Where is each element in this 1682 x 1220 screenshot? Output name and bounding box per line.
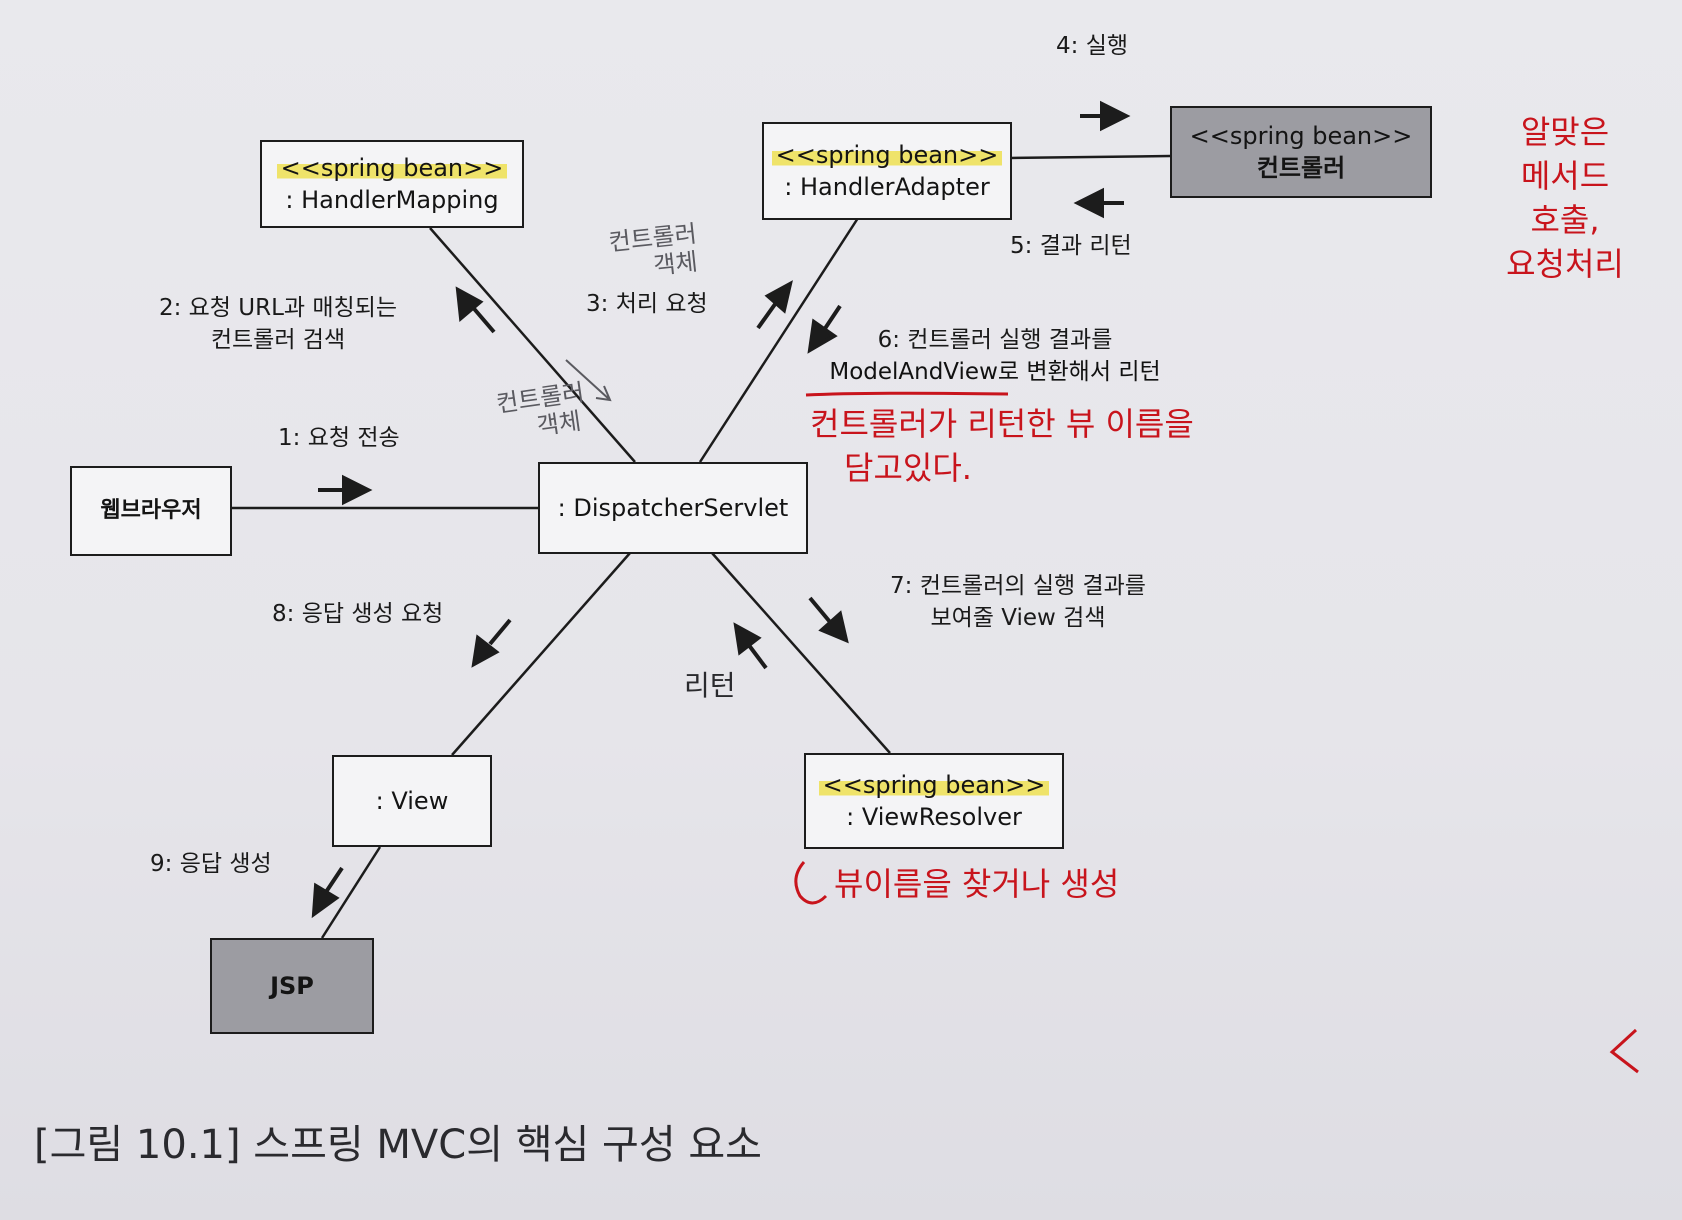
step-6-line1: 6: 컨트롤러 실행 결과를 [877, 327, 1113, 353]
link-dispatcher-resolver [711, 552, 891, 754]
red-note-method-call: 알맞은 메서드 호출, 요청처리 [1480, 110, 1650, 286]
jsp-box: JSP [210, 938, 374, 1034]
view-resolver-name: : ViewResolver [846, 803, 1022, 831]
controller-name: 컨트롤러 [1256, 154, 1346, 182]
step-7-line1: 7: 컨트롤러의 실행 결과를 [890, 573, 1146, 599]
dispatcher-servlet-name: : DispatcherServlet [557, 494, 789, 522]
pencil-note-return: 리턴 [684, 669, 736, 702]
red-note-view-name: 컨트롤러가 리턴한 뷰 이름을 담고있다. [810, 402, 1194, 490]
red-note-view-resolver: 뷰이름을 찾거나 생성 [834, 865, 1120, 903]
view-resolver-box: <<spring bean>> : ViewResolver [804, 753, 1064, 849]
step-8-label: 8: 응답 생성 요청 [272, 601, 444, 627]
link-adapter-controller [1009, 154, 1171, 160]
handler-adapter-stereotype: <<spring bean>> [771, 141, 1003, 169]
handler-mapping-name: : HandlerMapping [285, 186, 499, 214]
step-7-label: 7: 컨트롤러의 실행 결과를 보여줄 View 검색 [868, 570, 1168, 634]
controller-box: <<spring bean>> 컨트롤러 [1170, 106, 1432, 198]
red-note-view-name-line1: 컨트롤러가 리턴한 뷰 이름을 [810, 405, 1194, 443]
arrow-step7-head [818, 610, 849, 644]
arrow-step1-head [342, 474, 373, 506]
view-box: : View [332, 755, 492, 847]
arrow-step9-head [311, 882, 340, 919]
red-note-line3: 호출, [1530, 201, 1600, 239]
red-note-view-name-line2: 담고있다. [844, 449, 972, 487]
figure-caption: [그림 10.1] 스프링 MVC의 핵심 구성 요소 [34, 1122, 762, 1168]
red-bracket [1609, 1028, 1639, 1074]
pencil-note-controller-object-a: 컨트롤러 객체 [607, 220, 701, 285]
red-note-line1: 알맞은 [1520, 113, 1610, 151]
web-browser-name: 웹브라우저 [100, 498, 202, 523]
step-5-label: 5: 결과 리턴 [1010, 233, 1132, 259]
handler-mapping-box: <<spring bean>> : HandlerMapping [260, 140, 524, 228]
arrow-return-head [733, 622, 762, 656]
step-7-line2: 보여줄 View 검색 [930, 605, 1106, 631]
arrow-step7 [808, 596, 832, 624]
controller-stereotype: <<spring bean>> [1189, 122, 1413, 150]
web-browser-box: 웹브라우저 [70, 466, 232, 556]
jsp-name: JSP [270, 972, 314, 1000]
view-name: : View [375, 787, 449, 815]
red-underline [805, 391, 1009, 397]
arrow-step5-head [1073, 187, 1104, 219]
arrow-step6-head [807, 318, 838, 354]
link-view-jsp [320, 846, 382, 939]
step-2-line1: 2: 요청 URL과 매칭되는 [158, 295, 398, 321]
dispatcher-servlet-box: : DispatcherServlet [538, 462, 808, 554]
arrow-step8-head [471, 634, 500, 668]
pencil-arrow [565, 359, 612, 402]
step-2-label: 2: 요청 URL과 매칭되는 컨트롤러 검색 [148, 292, 408, 356]
step-2-line2: 컨트롤러 검색 [210, 327, 346, 353]
view-resolver-stereotype: <<spring bean>> [818, 771, 1050, 799]
arrow-return [746, 642, 768, 670]
arrow-step2-head [455, 286, 484, 322]
arrow-step6 [822, 304, 842, 332]
red-swirl [794, 861, 828, 905]
arrow-step8 [488, 618, 512, 646]
link-dispatcher-view [451, 552, 631, 756]
step-6-label: 6: 컨트롤러 실행 결과를 ModelAndView로 변환해서 리턴 [800, 324, 1190, 388]
link-mapping-dispatcher [429, 227, 636, 463]
arrow-step4-head [1100, 100, 1131, 132]
step-6-line2: ModelAndView로 변환해서 리턴 [829, 359, 1161, 385]
red-note-line2: 메서드 [1520, 157, 1610, 195]
handler-mapping-stereotype: <<spring bean>> [276, 154, 508, 182]
red-note-line4: 요청처리 [1506, 245, 1624, 283]
step-3-label: 3: 처리 요청 [586, 291, 708, 317]
link-adapter-dispatcher [698, 217, 860, 463]
step-9-label: 9: 응답 생성 [150, 851, 272, 877]
handler-adapter-box: <<spring bean>> : HandlerAdapter [762, 122, 1012, 220]
step-1-label: 1: 요청 전송 [278, 425, 400, 451]
arrow-step3 [756, 298, 780, 330]
step-4-label: 4: 실행 [1056, 33, 1129, 59]
handler-adapter-name: : HandlerAdapter [784, 173, 990, 201]
arrow-step3-head [764, 280, 793, 314]
arrow-step9 [324, 866, 344, 894]
